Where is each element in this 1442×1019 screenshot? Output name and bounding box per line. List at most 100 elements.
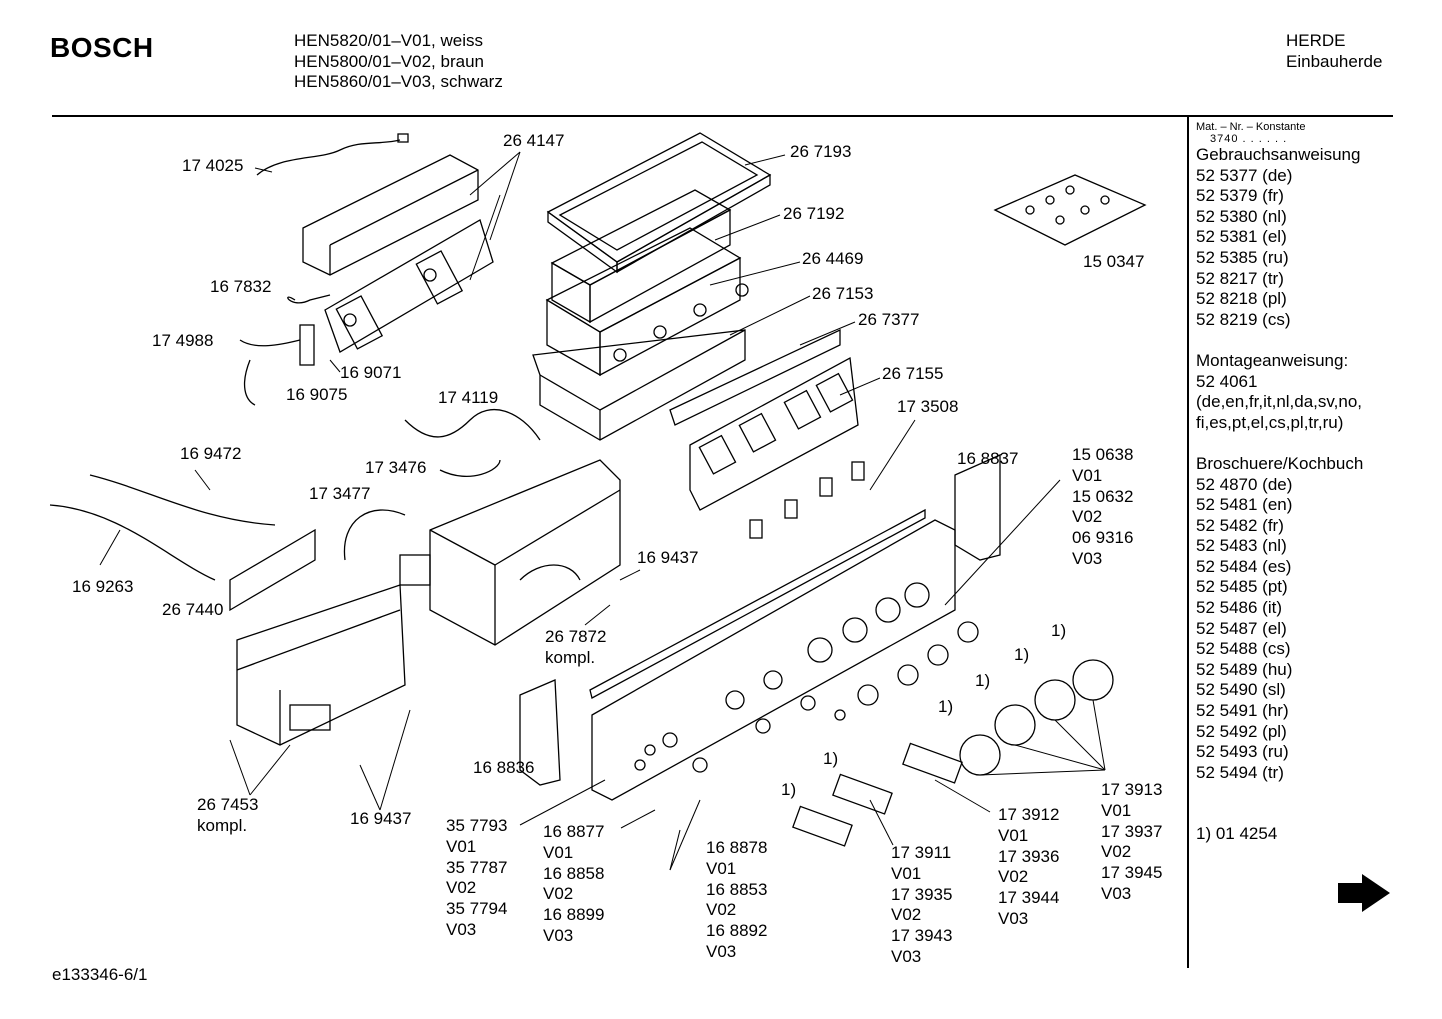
variant-code: V01 [543, 842, 574, 862]
variant-code: V02 [543, 884, 574, 904]
doc-item: 52 4061 [1196, 371, 1258, 391]
model-line: HEN5820/01–V01, weiss [294, 31, 484, 50]
doc-item: 52 5482 (fr) [1196, 515, 1284, 535]
header-divider [52, 115, 1393, 117]
part-label: 17 4988 [152, 331, 214, 350]
switch-bracket [689, 356, 865, 539]
part-number: 15 0638 [1072, 445, 1134, 464]
module-left [229, 528, 406, 746]
doc-item: 52 5493 (ru) [1196, 742, 1289, 762]
part-label: 16 9437 [350, 809, 412, 828]
bracket-168837 [954, 453, 1001, 561]
document-id: e133346-6/1 [52, 965, 148, 984]
doc-item: 52 5379 (fr) [1196, 186, 1284, 206]
part-number: 17 3944 [998, 888, 1060, 908]
part-number: 17 3943 [891, 926, 953, 946]
part-number: 06 9316 [1072, 528, 1134, 548]
part-note: kompl. [197, 815, 248, 835]
part-label: 15 0347 [1083, 252, 1145, 271]
sidebar: Mat. – Nr. – Konstante 3740 . . . . . . … [1196, 121, 1386, 845]
part-number: 17 3936 [998, 846, 1060, 866]
brand-logo: BOSCH [50, 32, 154, 63]
bracket-assembly [239, 133, 494, 406]
frame-top [546, 132, 772, 274]
part-label: 16 9075 [286, 385, 348, 404]
footnote-marker: 1) [1051, 621, 1067, 640]
variant-list: 15 0638 V01 15 0632 V02 06 9316 V03 [1072, 445, 1133, 570]
doc-item: 52 5377 (de) [1196, 165, 1293, 185]
part-label: 16 9437 [637, 548, 699, 567]
variant-list: 17 3911 V01 17 3935 V02 17 3943 V03 [891, 843, 952, 968]
part-label: 26 4147 [503, 131, 565, 150]
variant-code: V03 [891, 946, 922, 966]
doc-item: 52 8218 (pl) [1196, 289, 1287, 309]
control-panel [589, 508, 956, 801]
variant-code: V01 [446, 836, 477, 856]
doc-item: (de,en,fr,it,nl,da,sv,no, [1196, 392, 1362, 412]
part-number: 16 8878 [706, 838, 768, 857]
part-number: 35 7794 [446, 899, 508, 919]
part-number: 17 3935 [891, 884, 953, 904]
doc-item: 52 5381 (el) [1196, 227, 1287, 247]
footnote-marker: 1) [823, 749, 839, 768]
variant-code: V01 [1072, 465, 1103, 485]
cables [49, 409, 541, 581]
doc-item: 52 5492 (pl) [1196, 721, 1287, 741]
doc-item: 52 5385 (ru) [1196, 247, 1289, 267]
part-note: kompl. [545, 647, 596, 667]
variant-list: 17 3913 V01 17 3937 V02 17 3945 V03 [1101, 780, 1162, 905]
model-line: HEN5860/01–V03, schwarz [294, 72, 503, 91]
part-number: 15 0632 [1072, 486, 1134, 506]
footnote-marker: 1) [781, 780, 797, 799]
variant-code: V02 [998, 867, 1029, 887]
doc-item: 52 4870 (de) [1196, 474, 1293, 494]
part-label: 16 9472 [180, 444, 242, 463]
part-label: 16 8836 [473, 758, 535, 777]
variant-code: V02 [891, 905, 922, 925]
doc-item: 52 5490 (sl) [1196, 680, 1286, 700]
doc-item: 52 5486 (it) [1196, 598, 1282, 618]
variant-code: V03 [1072, 548, 1103, 568]
gebrauch-title: Gebrauchsanweisung [1196, 145, 1361, 164]
variant-code: V03 [543, 925, 574, 945]
footnote-marker: 1) [1014, 645, 1030, 664]
part-label: 17 3477 [309, 484, 371, 503]
part-label-group: 26 7872 kompl. [545, 627, 606, 669]
montage-title: Montageanweisung: [1196, 350, 1349, 370]
variant-code: V02 [1072, 507, 1103, 527]
variant-list: 35 7793 V01 35 7787 V02 35 7794 V03 [446, 816, 507, 941]
part-number: 17 3937 [1101, 821, 1163, 841]
mat-const-value: 3740 . . . . . . [1210, 133, 1288, 145]
variant-code: V01 [998, 825, 1029, 845]
leader-lines [99, 151, 1106, 871]
variant-list: 17 3912 V01 17 3936 V02 17 3944 V03 [998, 805, 1059, 930]
doc-item: 52 5380 (nl) [1196, 206, 1287, 226]
frame-second [550, 189, 732, 324]
part-label: 26 7377 [858, 310, 920, 329]
doc-item: 52 5484 (es) [1196, 556, 1292, 576]
part-number: 17 3913 [1101, 780, 1163, 799]
part-label: 17 3508 [897, 397, 959, 416]
doc-item: fi,es,pt,el,cs,pl,tr,ru) [1196, 412, 1344, 432]
part-label: 26 7193 [790, 142, 852, 161]
arrow-right-icon[interactable] [1338, 874, 1390, 912]
doc-item: 52 5483 (nl) [1196, 536, 1287, 556]
part-number: 16 8858 [543, 863, 605, 883]
part-number: 26 7872 [545, 627, 607, 646]
part-label: 26 4469 [802, 249, 864, 268]
part-label-group: 26 7453 kompl. [197, 795, 258, 837]
part-label: 16 9071 [340, 363, 402, 382]
model-list: HEN5820/01–V01, weiss HEN5800/01–V02, br… [294, 31, 503, 93]
part-number: 35 7793 [446, 816, 508, 835]
sidebar-divider [1187, 116, 1189, 968]
part-label: 16 7832 [210, 277, 272, 296]
variant-code: V01 [1101, 800, 1132, 820]
part-number: 35 7787 [446, 857, 508, 877]
mat-const-label: Mat. – Nr. – Konstante [1196, 121, 1306, 133]
frame-third [545, 227, 749, 377]
variant-code: V01 [891, 863, 922, 883]
part-label: 16 9263 [72, 577, 134, 596]
part-number: 17 3945 [1101, 863, 1163, 883]
footnote: 1) 01 4254 [1196, 824, 1278, 844]
